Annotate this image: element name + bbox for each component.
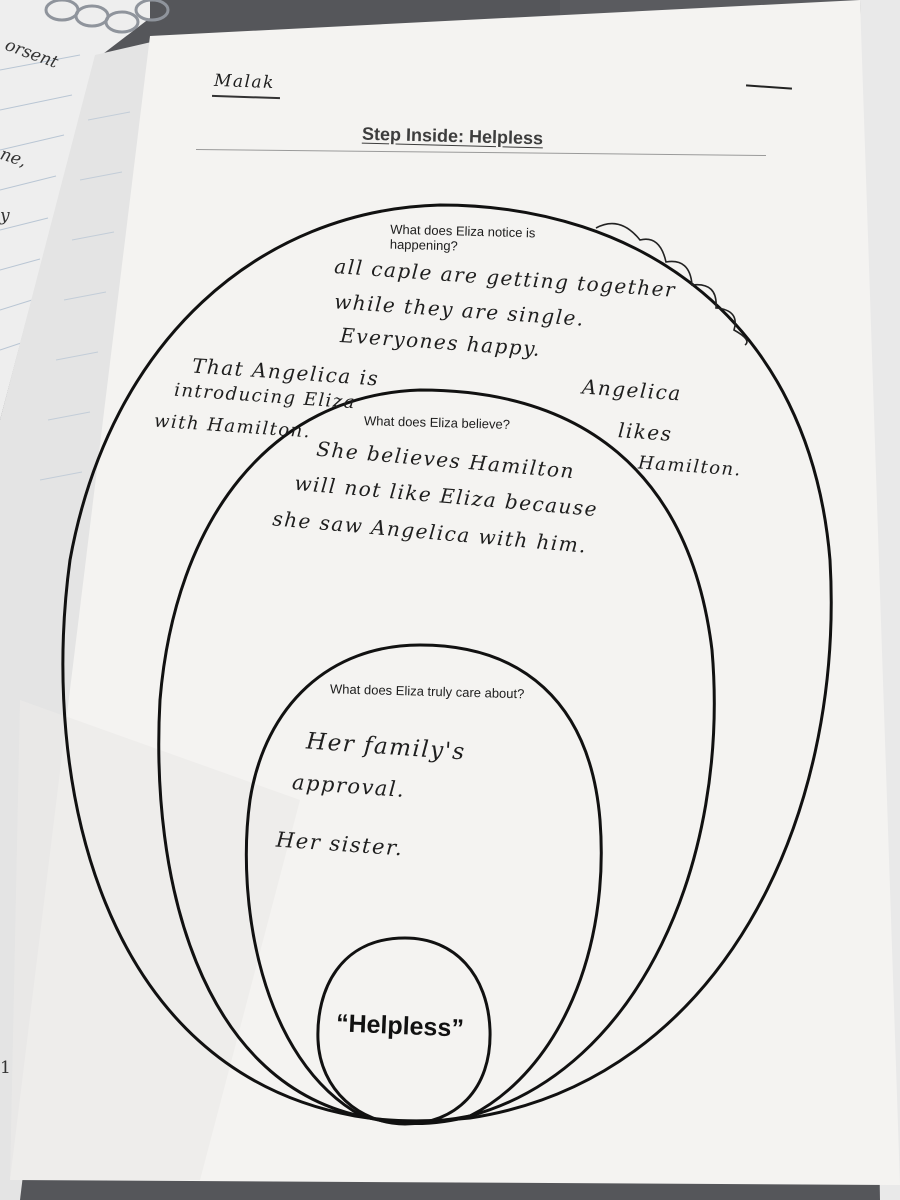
scallop-doodle	[595, 222, 748, 346]
nested-ovals-diagram	[61, 203, 833, 1126]
center-label-helpless: “Helpless”	[335, 1009, 465, 1043]
student-name: Malak	[213, 70, 276, 94]
core-circle	[316, 936, 492, 1126]
answer-outer-right-line-2: likes	[617, 418, 674, 446]
inner-oval	[244, 643, 603, 1125]
notebook-note-3: y	[0, 206, 10, 226]
prompt-notice: What does Eliza notice is happening?	[389, 221, 536, 254]
notebook-lines	[0, 54, 81, 351]
spiral-binding	[44, 0, 170, 34]
page-mark: 1	[0, 1058, 11, 1078]
middle-oval	[157, 388, 716, 1124]
outer-oval	[61, 203, 833, 1123]
